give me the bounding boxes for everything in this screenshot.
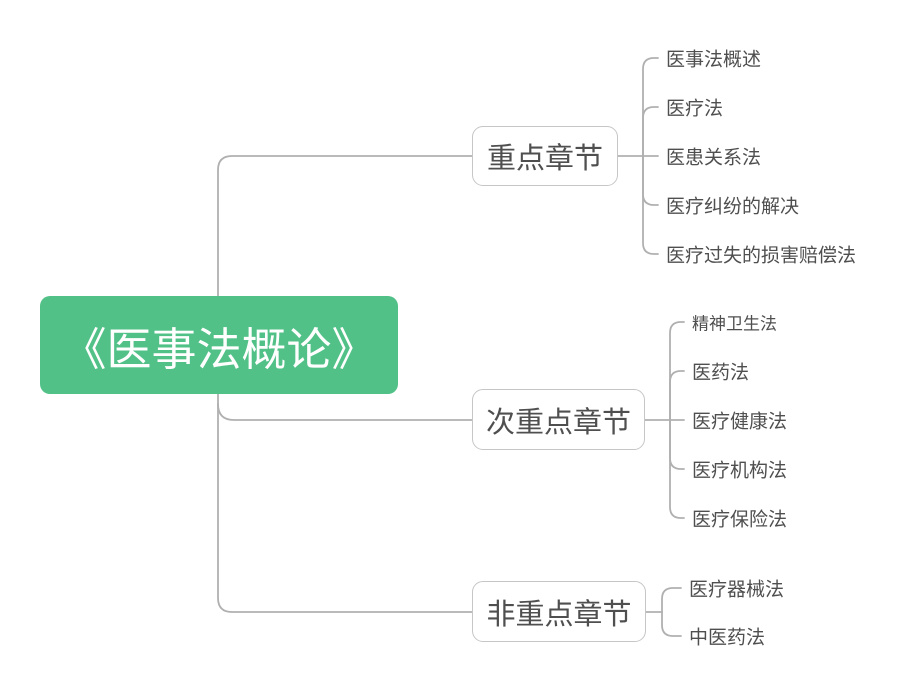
leaf-node[interactable]: 医疗保险法 [692,509,788,531]
branch-node-key-chapters[interactable]: 重点章节 [472,126,618,186]
leaf-node[interactable]: 医疗健康法 [692,411,788,433]
branch2-child5-line [669,419,685,519]
branch2-child4-line [669,419,685,470]
branch3-child1-line [661,587,682,613]
branch1-child1-line [642,57,659,157]
leaf-node[interactable]: 中医药法 [689,627,766,649]
branch1-child2-line [642,106,659,157]
leaf-node[interactable]: 医疗纠纷的解决 [666,196,800,218]
branch2-child1-line [669,321,685,421]
leaf-node[interactable]: 医药法 [692,362,750,384]
branch-node-nonkey-chapters[interactable]: 非重点章节 [472,581,646,642]
middle-branch-line [217,403,473,421]
leaf-node[interactable]: 医事法概述 [666,49,762,71]
root-node[interactable]: 《医事法概论》 [40,296,398,394]
leaf-node[interactable]: 精神卫生法 [692,314,777,334]
leaf-node[interactable]: 医疗机构法 [692,460,788,482]
leaf-node[interactable]: 医疗器械法 [689,579,785,601]
leaf-node[interactable]: 医疗过失的损害赔偿法 [666,245,857,267]
branch3-child2-line [661,611,682,637]
branch2-child2-line [669,370,685,421]
leaf-node[interactable]: 医疗法 [666,98,724,120]
branch1-child5-line [642,155,659,255]
branch1-child4-line [642,155,659,206]
branch-node-secondary-chapters[interactable]: 次重点章节 [472,389,645,450]
leaf-node[interactable]: 医患关系法 [666,147,762,169]
